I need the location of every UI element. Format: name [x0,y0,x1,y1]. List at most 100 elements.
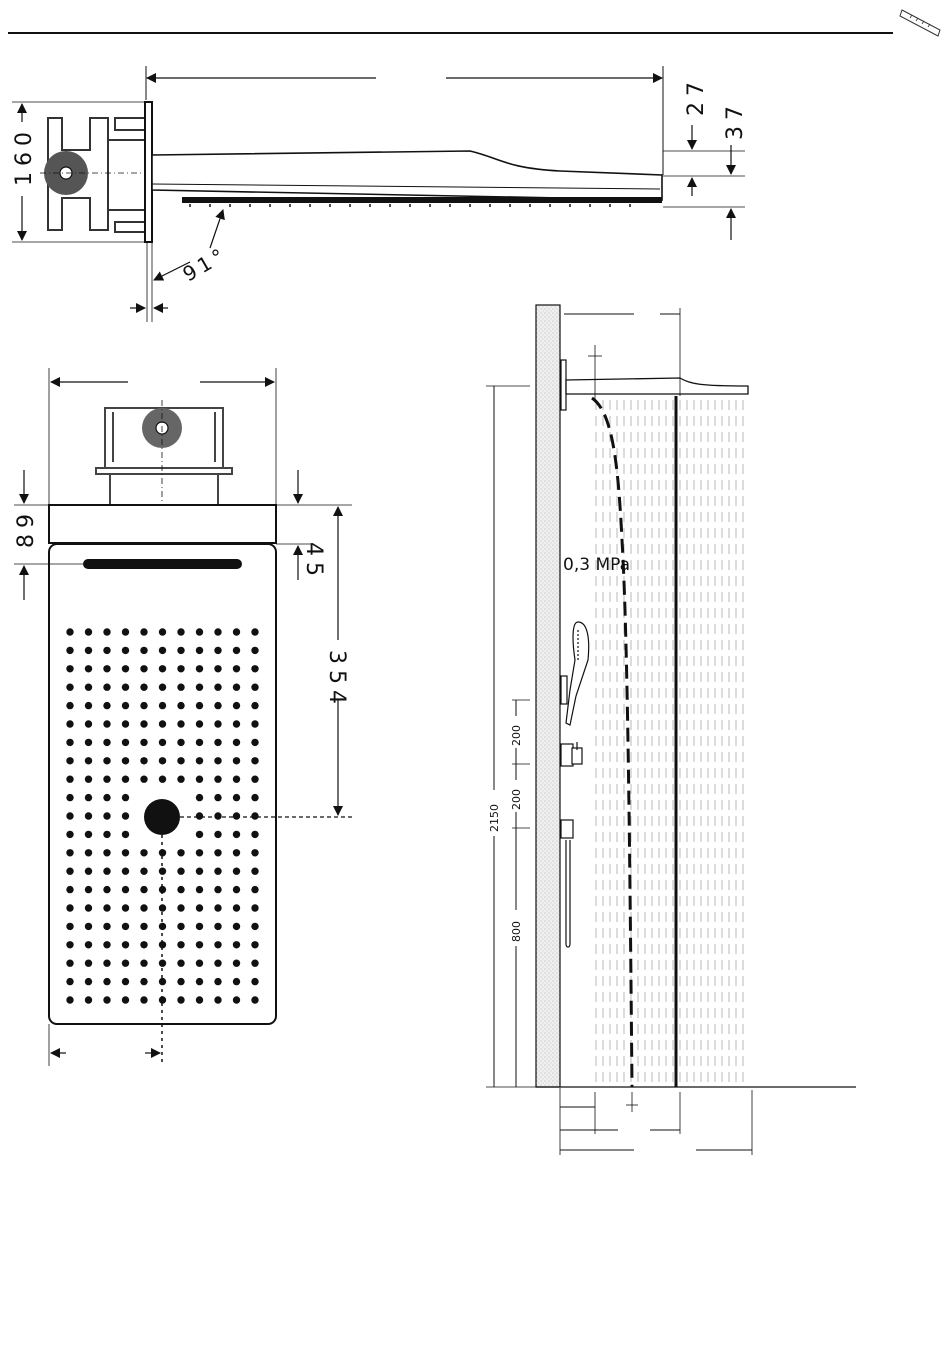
nozzle-dot [103,739,110,746]
nozzle-dot [214,849,221,856]
dim-segment-2-label: 200 [510,789,523,810]
nozzle-dot [214,923,221,930]
nozzle-dot [196,628,203,635]
nozzle-dot [214,647,221,654]
nozzle-dot [103,776,110,783]
dim-angle-label: 91° [179,242,232,287]
nozzle-dot [140,776,147,783]
nozzle-dot [122,996,129,1003]
nozzle-dot [233,996,240,1003]
nozzle-dot [103,996,110,1003]
nozzle-dot [196,904,203,911]
nozzle-dot [103,923,110,930]
nozzle-dot [177,941,184,948]
nozzle-dot [214,941,221,948]
nozzle-dot [103,812,110,819]
nozzle-dot [103,849,110,856]
nozzle-dot [251,776,258,783]
nozzle-dot [159,757,166,764]
nozzle-dot [214,684,221,691]
nozzle-dot [140,720,147,727]
dim-total-height-label: 37 [723,100,748,140]
nozzle-dot [140,849,147,856]
dim-floor-to-hose-label: 800 [510,921,523,942]
nozzle-dot [66,665,73,672]
nozzle-dot [140,702,147,709]
nozzle-dot [233,849,240,856]
nozzle-dot [214,702,221,709]
dim-install-height-label: 2150 [488,804,501,832]
nozzle-dot [66,628,73,635]
nozzle-dot [122,739,129,746]
nozzle-dot [122,776,129,783]
nozzle-dot [214,757,221,764]
nozzle-dot [66,794,73,801]
nozzle-dot [177,960,184,967]
nozzle-dot [103,960,110,967]
nozzle-dot [251,720,258,727]
nozzle-dot [233,665,240,672]
nozzle-dot [103,702,110,709]
dim-plate-thickness-label: 45 [301,542,326,582]
nozzle-dot [103,886,110,893]
nozzle-dot [122,757,129,764]
nozzle-dot [177,702,184,709]
nozzle-dot [85,886,92,893]
nozzle-dot [196,702,203,709]
nozzle-dot [214,868,221,875]
nozzle-dot [251,647,258,654]
nozzle-dot [66,978,73,985]
nozzle-dot [233,702,240,709]
nozzle-dot [85,978,92,985]
nozzle-dot [159,776,166,783]
nozzle-dot [66,702,73,709]
nozzle-dot [251,684,258,691]
nozzle-dot [140,665,147,672]
nozzle-dot [66,812,73,819]
nozzle-dot [85,776,92,783]
nozzle-dot [103,684,110,691]
nozzle-dot [103,720,110,727]
waterfall-jet [592,398,632,1087]
nozzle-dot [122,628,129,635]
nozzle-dot [196,886,203,893]
nozzle-dot [66,996,73,1003]
nozzle-dot [85,720,92,727]
nozzle-dot [159,720,166,727]
nozzle-dot [140,739,147,746]
hand-pen-icon [900,10,940,36]
nozzle-dot [177,684,184,691]
nozzle-dot [140,904,147,911]
side-view: 160 27 37 91° [12,66,748,322]
nozzle-dot [214,665,221,672]
nozzle-dot [233,831,240,838]
dim-head-height-label: 27 [684,76,709,116]
nozzle-dot [196,831,203,838]
nozzle-dot [177,904,184,911]
nozzle-dot [196,849,203,856]
nozzle-dot [177,665,184,672]
nozzle-dot [140,757,147,764]
nozzle-dot [122,812,129,819]
nozzle-dot [66,831,73,838]
nozzle-dot [196,665,203,672]
nozzle-dot [66,739,73,746]
nozzle-dot [196,978,203,985]
nozzle-dot [214,831,221,838]
nozzle-dot [122,941,129,948]
nozzle-dot [196,739,203,746]
nozzle-dot [122,923,129,930]
nozzle-dot [214,996,221,1003]
nozzle-dot [251,904,258,911]
hand-shower [561,622,589,947]
nozzle-dot [122,665,129,672]
nozzle-dot [233,941,240,948]
nozzle-dot [251,960,258,967]
nozzle-dot [140,684,147,691]
nozzle-dot [122,720,129,727]
front-view: 89 45 354 [14,368,352,1066]
nozzle-dot [251,868,258,875]
wall-section [536,305,560,1087]
nozzle-dot [251,757,258,764]
nozzle-dot [85,739,92,746]
